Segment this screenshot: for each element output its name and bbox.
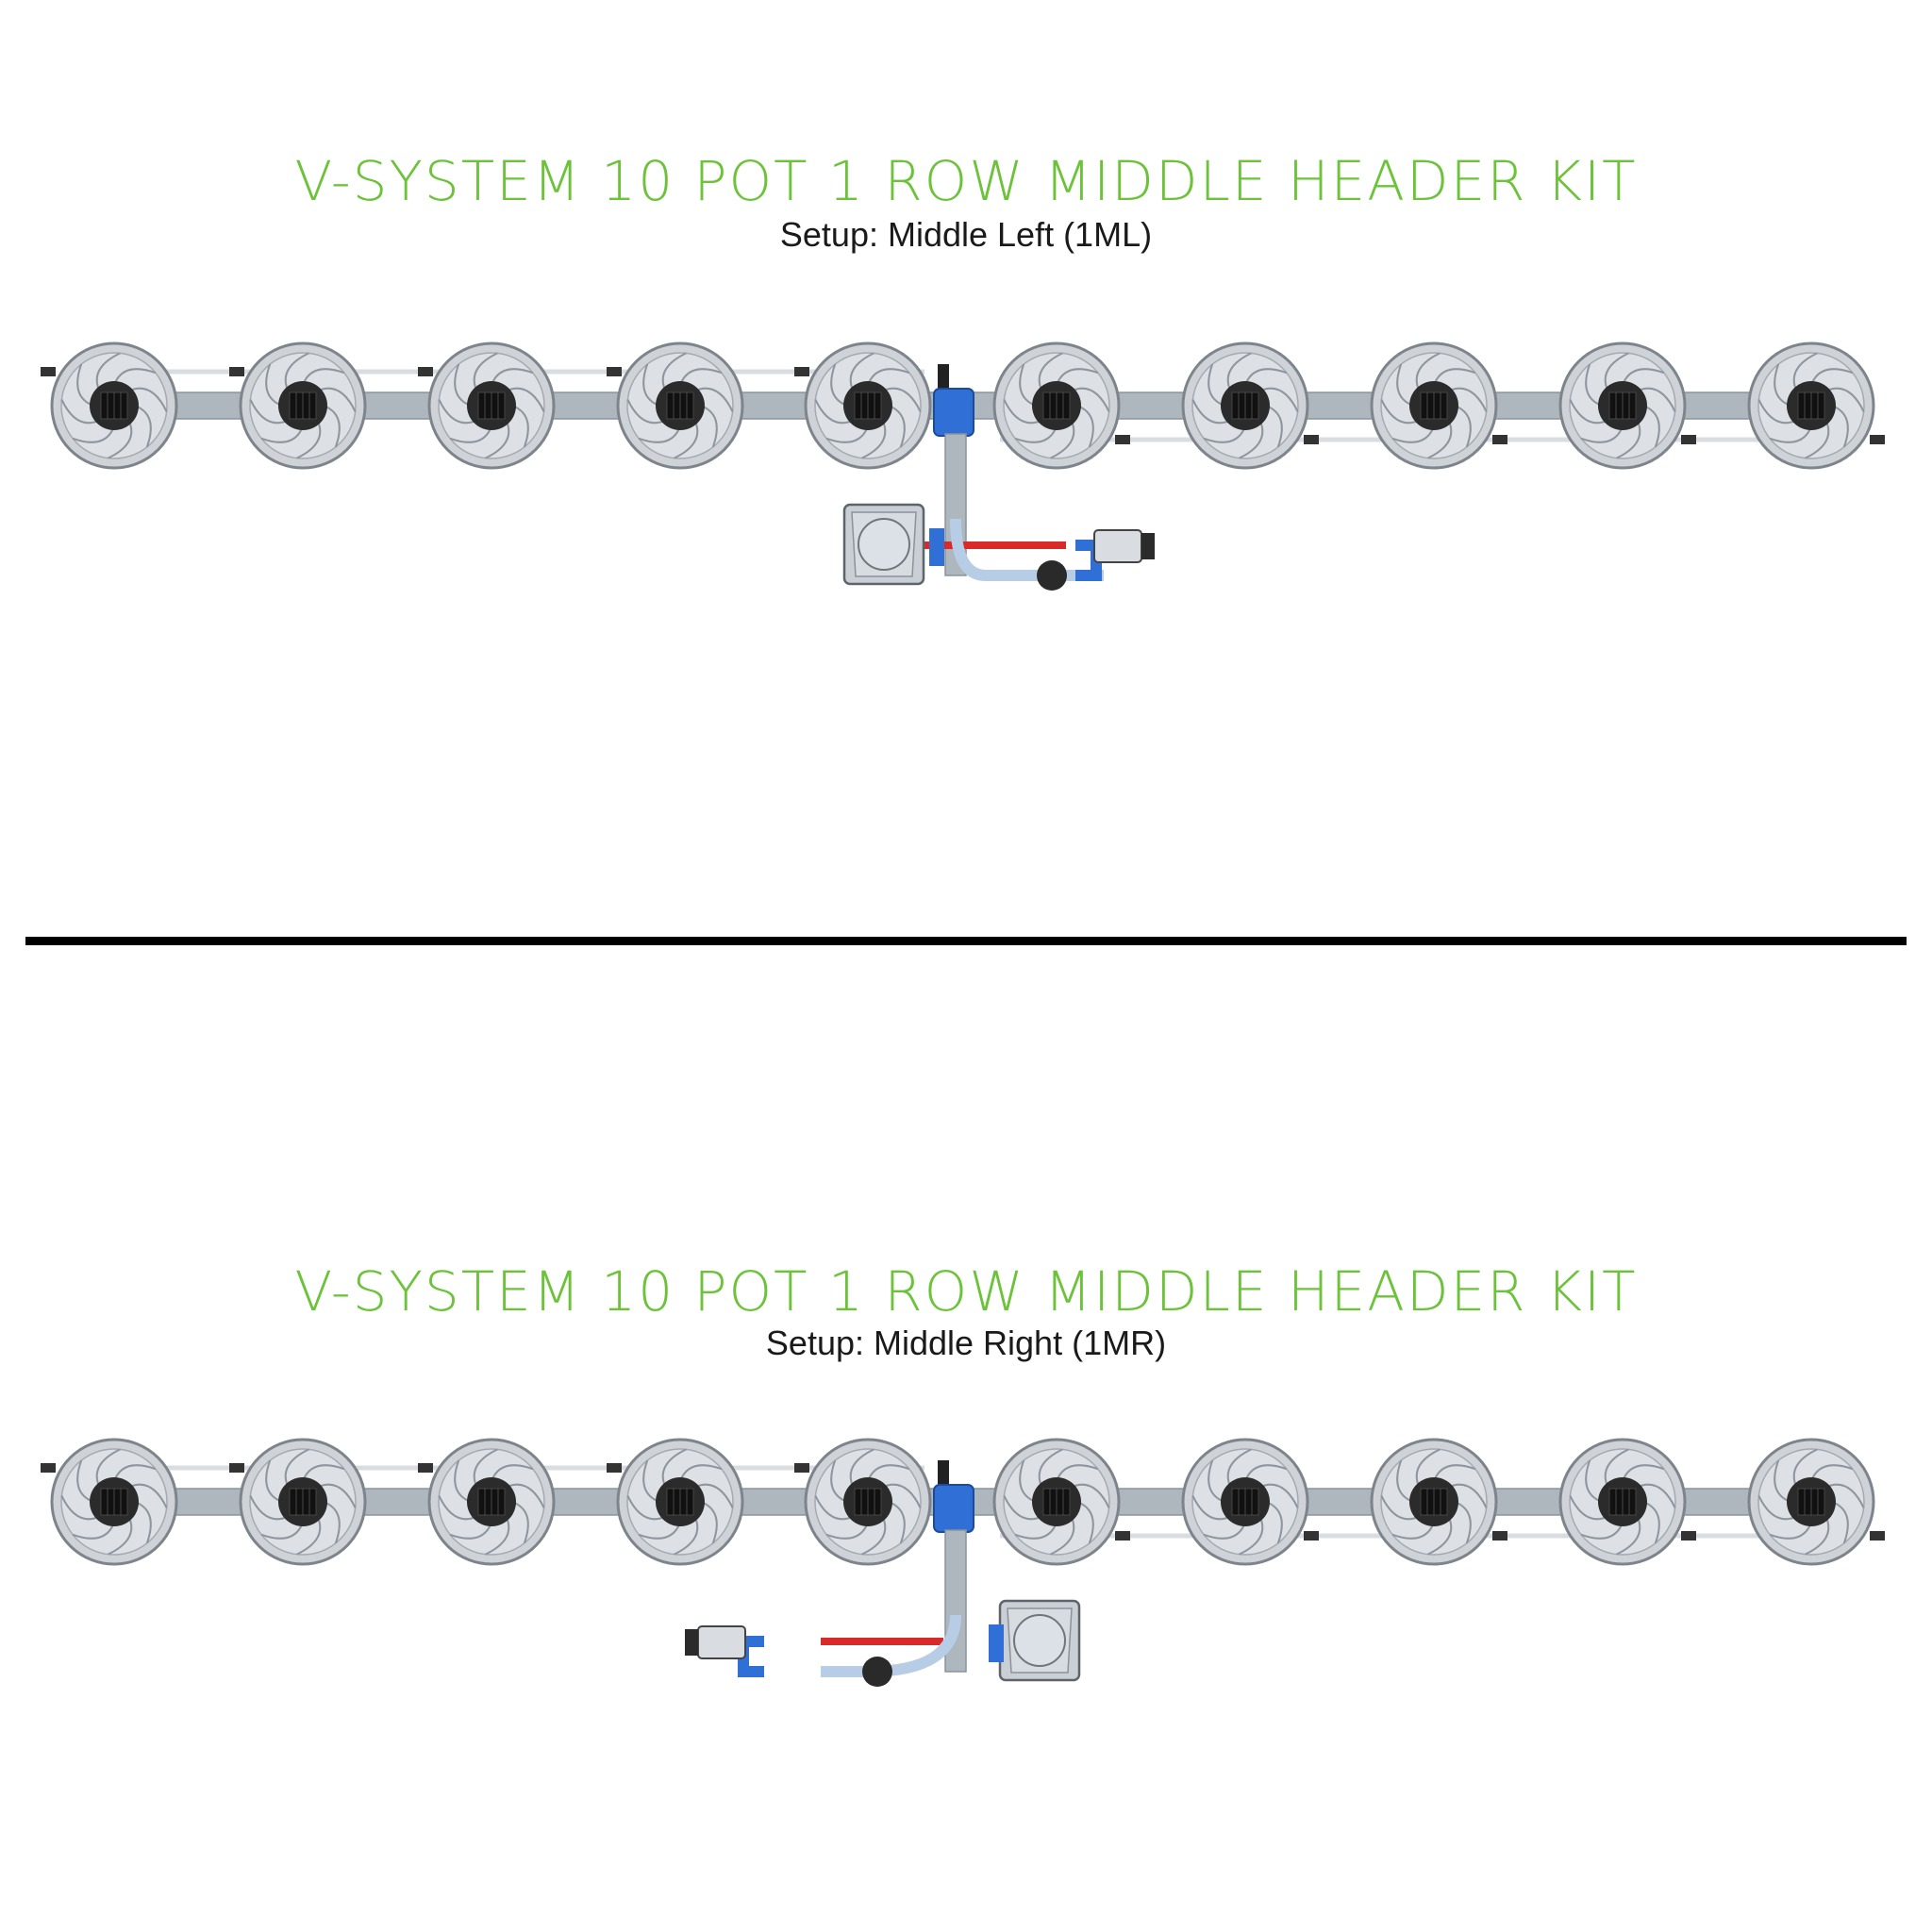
pot-icon — [992, 341, 1121, 470]
pot-icon — [1181, 1438, 1309, 1566]
pot-icon — [1747, 341, 1875, 470]
valve-icon — [1492, 435, 1507, 444]
valve-icon — [607, 367, 622, 376]
header-riser — [938, 364, 949, 391]
valve-icon — [1304, 435, 1319, 444]
panel-2-title: V-SYSTEM 10 POT 1 ROW MIDDLE HEADER KIT — [294, 1259, 1638, 1324]
pot-icon — [1370, 1438, 1498, 1566]
valve-icon — [418, 367, 433, 376]
valve-icon — [41, 367, 56, 376]
valve-icon — [1681, 435, 1696, 444]
valve-icon — [41, 1463, 56, 1473]
valve-icon — [1870, 435, 1885, 444]
pot-icon — [239, 341, 367, 470]
header-riser — [938, 1460, 949, 1487]
valve-icon — [229, 1463, 244, 1473]
reservoir-connector — [989, 1624, 1004, 1662]
valve-icon — [1304, 1531, 1319, 1541]
header-tee — [933, 388, 974, 437]
valve-icon — [1681, 1531, 1696, 1541]
panel-1-title: V-SYSTEM 10 POT 1 ROW MIDDLE HEADER KIT — [294, 149, 1638, 213]
valve-icon — [794, 1463, 809, 1473]
panel-2-system-diagram — [41, 1438, 1885, 1687]
panel-2-subtitle: Setup: Middle Right (1MR) — [765, 1324, 1167, 1362]
pot-icon — [50, 341, 178, 470]
pot-icon — [1181, 341, 1309, 470]
pot-icon — [427, 1438, 556, 1566]
valve-icon — [418, 1463, 433, 1473]
pot-icon — [50, 1438, 178, 1566]
pot-icon — [239, 1438, 367, 1566]
pot-icon — [616, 1438, 744, 1566]
valve-icon — [1115, 435, 1130, 444]
header-tee — [933, 1484, 974, 1533]
pot-icon — [1558, 341, 1687, 470]
valve-icon — [1870, 1531, 1885, 1541]
valve-icon — [607, 1463, 622, 1473]
section-divider — [25, 937, 1907, 945]
pot-icon — [616, 341, 744, 470]
pot-icon — [1558, 1438, 1687, 1566]
panel-1-system-diagram — [41, 341, 1885, 591]
pot-icon — [1370, 341, 1498, 470]
valve-icon — [1492, 1531, 1507, 1541]
filter-icon — [1037, 560, 1067, 591]
pot-icon — [992, 1438, 1121, 1566]
reservoir-icon — [998, 1599, 1081, 1682]
valve-icon — [794, 367, 809, 376]
filter-icon — [862, 1657, 892, 1687]
reservoir-icon — [842, 503, 925, 586]
valve-icon — [1115, 1531, 1130, 1541]
pot-icon — [804, 341, 932, 470]
pot-icon — [1747, 1438, 1875, 1566]
reservoir-connector — [929, 528, 944, 566]
valve-icon — [229, 367, 244, 376]
pump-icon — [1075, 529, 1155, 581]
pot-icon — [427, 341, 556, 470]
supply-hose — [950, 518, 1104, 581]
pump-icon — [685, 1625, 764, 1677]
panel-1-subtitle: Setup: Middle Left (1ML) — [779, 215, 1153, 254]
pot-icon — [804, 1438, 932, 1566]
